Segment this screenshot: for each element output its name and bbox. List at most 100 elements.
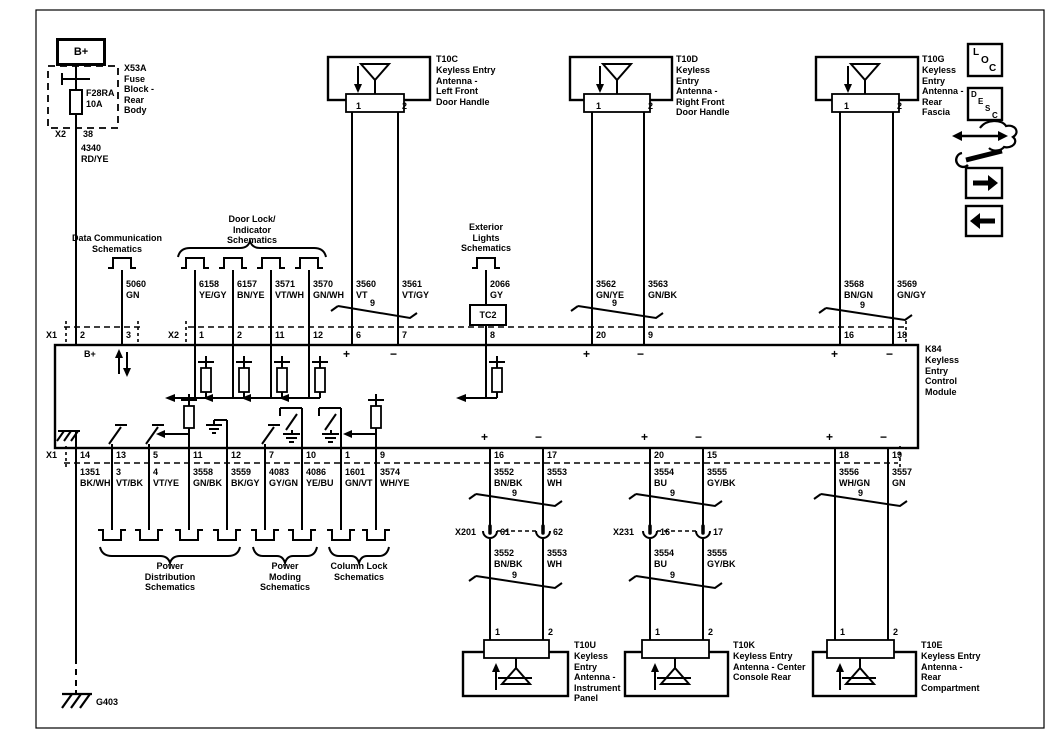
pin-strip-t10u [483,639,550,659]
module-bplus-label: B+ [84,349,96,359]
inline-connector-x201: X201 [455,527,477,537]
pin-x2-11: 11 [275,330,285,340]
back-button-box[interactable] [964,204,1004,238]
t10g-pin-1: 1 [844,101,850,111]
pin-x2-8: 8 [490,330,496,340]
antenna-t10e-desc: Keyless Entry Antenna - Rear Compartment [921,651,981,693]
pin-strip-t10k [641,639,710,659]
antenna-t10u-id: T10U [574,640,597,650]
t10u-pin-2: 2 [548,627,554,637]
x231-pin-16: 16 [660,527,671,537]
pin-x2-20: 20 [596,330,607,340]
t10c-pin-1: 1 [356,101,362,111]
wires [75,64,894,694]
connector-x2-top-label: X2 [168,330,180,340]
desc-icon[interactable]: C [992,111,998,120]
t10e-pin-1: 1 [840,627,846,637]
pin-x2-12: 12 [313,330,324,340]
antenna-t10g-desc: Keyless Entry Antenna - Rear Fascia [922,65,964,118]
page-frame [35,9,1045,729]
antenna-t10k-desc: Keyless Entry Antenna - Center Console R… [733,651,806,683]
loc-icon[interactable]: O [981,55,989,66]
group-braces [99,237,390,567]
pin-x1-19: 19 [892,450,903,460]
polarity-plus: + [343,347,351,361]
twist-note: 9 [670,488,676,498]
x201-pin-62: 62 [553,527,564,537]
loc-button-box[interactable] [966,42,1004,78]
pin-x1-20: 20 [654,450,665,460]
pin-x2-7: 7 [402,330,408,340]
forward-button-box[interactable] [964,166,1004,200]
twist-note: 9 [670,570,676,580]
loc-icon[interactable]: C [989,63,997,74]
swap-arrow-left-head [952,131,962,141]
pin-x1-10: 10 [306,450,317,460]
connector-strips [64,321,908,470]
antenna-t10d-id: T10D [676,54,699,64]
pin-x2-6: 6 [356,330,362,340]
polarity-plus: + [831,347,839,361]
desc-icon[interactable]: D [971,90,977,99]
antenna-t10d-desc: Keyless Entry Antenna - Right Front Door… [676,65,730,118]
t10k-pin-2: 2 [708,627,714,637]
connector-x1-bottom-label: X1 [46,450,58,460]
twist-note: 9 [370,298,376,308]
forward-arrow-head [988,175,998,191]
polarity-minus: − [886,347,894,361]
module-id: K84 [925,344,942,354]
pin-x1-15: 15 [707,450,718,460]
module-name: Keyless Entry Control Module [925,355,960,397]
desc-icon[interactable]: E [978,97,984,106]
pin-x1-7: 7 [269,450,275,460]
pin-x2-1: 1 [199,330,205,340]
pin-strip-t10g [831,93,900,113]
ref-exterior-lights: Exterior Lights Schematics [460,222,512,254]
driver-arrowheads-top [165,394,466,402]
antenna-arrowheads-top [354,84,852,93]
antenna-t10u-desc: Keyless Entry Antenna - Instrument Panel [574,651,621,704]
antenna-t10g-id: T10G [922,54,945,64]
t10d-pin-1: 1 [596,101,602,111]
swap-arrow-right-head [998,131,1008,141]
offpage-brackets-bottom [98,529,390,541]
twist-note: 9 [858,488,864,498]
ref-power-moding: Power Moding Schematics [259,561,311,593]
service-procedure-icon[interactable] [955,119,1018,169]
pin-x2-18: 18 [897,330,908,340]
pin-x2-2: 2 [237,330,243,340]
loc-icon[interactable]: L [973,47,980,58]
ground-label-g403: G403 [96,697,119,707]
pin-x1-5: 5 [153,450,159,460]
pin-x1-2: 2 [80,330,86,340]
ref-door-lock-indicator: Door Lock/ Indicator Schematics [226,214,278,246]
polarity-minus: − [880,430,888,444]
desc-icon[interactable]: S [985,104,991,113]
polarity-plus: + [481,430,489,444]
fuse-label: F28RA 10A [86,88,115,109]
t10g-pin-2: 2 [897,101,903,111]
twisted-pair-marks [330,305,913,590]
twist-note: 9 [612,298,618,308]
desc-button-box[interactable] [966,86,1004,122]
antenna-t10c-id: T10C [436,54,459,64]
polarity-minus: − [637,347,645,361]
twist-note: 9 [512,570,518,580]
fuse-block-label: X53A Fuse Block - Rear Body [124,63,155,116]
battery-positive-box: B+ [56,38,106,66]
antenna-symbols-bottom [495,658,877,690]
antenna-t10k-id: T10K [733,640,756,650]
